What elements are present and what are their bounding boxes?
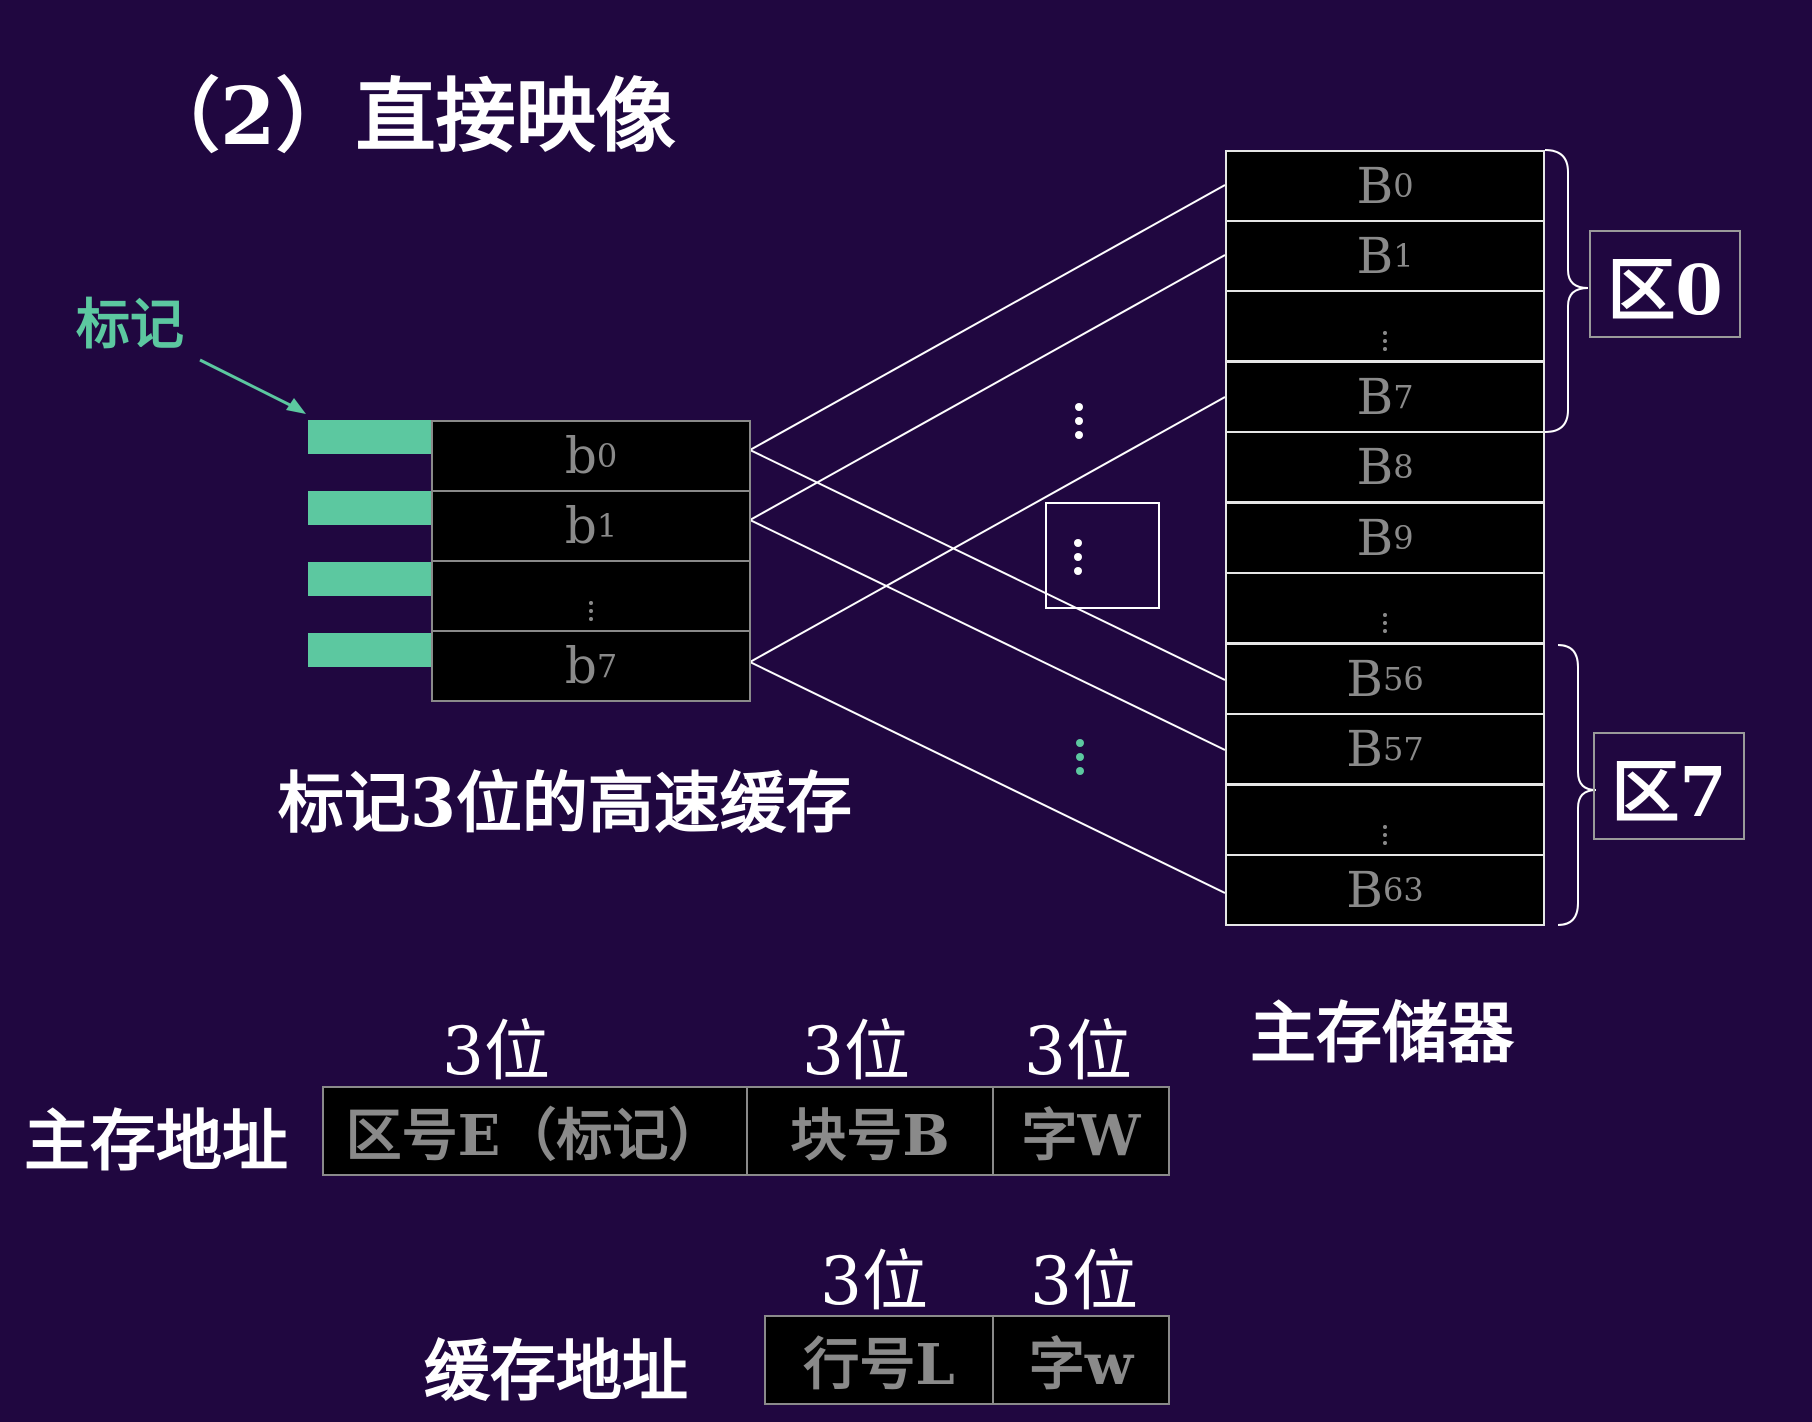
memory-block-label: B	[1346, 720, 1384, 778]
main-address-label: 主存地址	[24, 1102, 288, 1180]
map-line-b0-B0	[749, 184, 1226, 451]
memory-block-subscript: 7	[1393, 378, 1414, 416]
cache-address-field-line: 行号L	[764, 1315, 994, 1405]
cache-address-bits-w: 3位	[1030, 1243, 1138, 1320]
middle-dots-top	[1075, 400, 1083, 442]
memory-block-subscript: 1	[1393, 237, 1414, 275]
cache-line-label: b	[564, 497, 597, 555]
tag-label: 标记	[76, 292, 184, 356]
memory-block-label: B	[1356, 509, 1394, 567]
main-address-field-zone: 区号E（标记）	[322, 1086, 748, 1176]
memory-block-label: B	[1356, 227, 1394, 285]
map-line-b7-B7	[749, 396, 1226, 663]
memory-block-subscript: 56	[1383, 660, 1424, 698]
memory-block-subscript: 57	[1383, 730, 1424, 768]
tag-arrow-line	[199, 358, 297, 410]
zone7-brace	[1557, 644, 1597, 926]
cache-caption: 标记3位的高速缓存	[278, 764, 852, 842]
cache-line-label: b	[564, 637, 597, 695]
memory-block-label: B	[1356, 157, 1394, 215]
map-line-b0-B56	[749, 449, 1226, 681]
memory-block-subscript: 8	[1393, 448, 1414, 486]
zone0-label: 区0	[1589, 230, 1741, 338]
memory-block-subscript: 0	[1393, 167, 1414, 205]
main-address-bits-b: 3位	[802, 1013, 910, 1090]
memory-block-ellipsis-2	[1225, 784, 1545, 856]
memory-block-subscript: 9	[1393, 519, 1414, 557]
middle-dots-box-dots	[1074, 536, 1082, 578]
zone7-label: 区7	[1593, 732, 1745, 840]
cache-address-bits-l: 3位	[820, 1243, 928, 1320]
tag-bar-1	[308, 491, 432, 525]
cache-line-ellipsis	[431, 560, 751, 632]
memory-block-ellipsis-0	[1225, 290, 1545, 362]
memory-block-ellipsis-1	[1225, 572, 1545, 644]
memory-block-subscript: 63	[1383, 871, 1424, 909]
map-line-b1-B57	[749, 519, 1226, 751]
memory-block-label: B	[1356, 438, 1394, 496]
main-address-bits-w: 3位	[1024, 1013, 1132, 1090]
cache-address-label: 缓存地址	[424, 1332, 688, 1410]
cache-line-subscript: 0	[596, 437, 618, 475]
cache-line-subscript: 7	[596, 647, 618, 685]
main-address-bits-e: 3位	[442, 1013, 550, 1090]
map-line-b7-B63	[749, 661, 1226, 894]
zone0-brace	[1544, 149, 1589, 433]
tag-bar-2	[308, 562, 432, 596]
main-address-field-block: 块号B	[746, 1086, 994, 1176]
middle-dots-green	[1076, 736, 1084, 778]
map-line-b1-B1	[749, 254, 1226, 521]
tag-arrow-head	[286, 398, 306, 414]
main-address-field-word: 字W	[992, 1086, 1170, 1176]
tag-bar-3	[308, 633, 432, 667]
memory-block-label: B	[1346, 650, 1384, 708]
memory-block-label: B	[1346, 861, 1384, 919]
middle-dots-box	[1045, 502, 1160, 609]
tag-bar-0	[308, 420, 432, 454]
cache-line-label: b	[564, 427, 597, 485]
memory-caption: 主存储器	[1250, 994, 1514, 1072]
cache-address-field-word: 字w	[992, 1315, 1170, 1405]
memory-block-label: B	[1356, 368, 1394, 426]
cache-line-subscript: 1	[596, 507, 618, 545]
page-title: （2）直接映像	[140, 69, 676, 163]
